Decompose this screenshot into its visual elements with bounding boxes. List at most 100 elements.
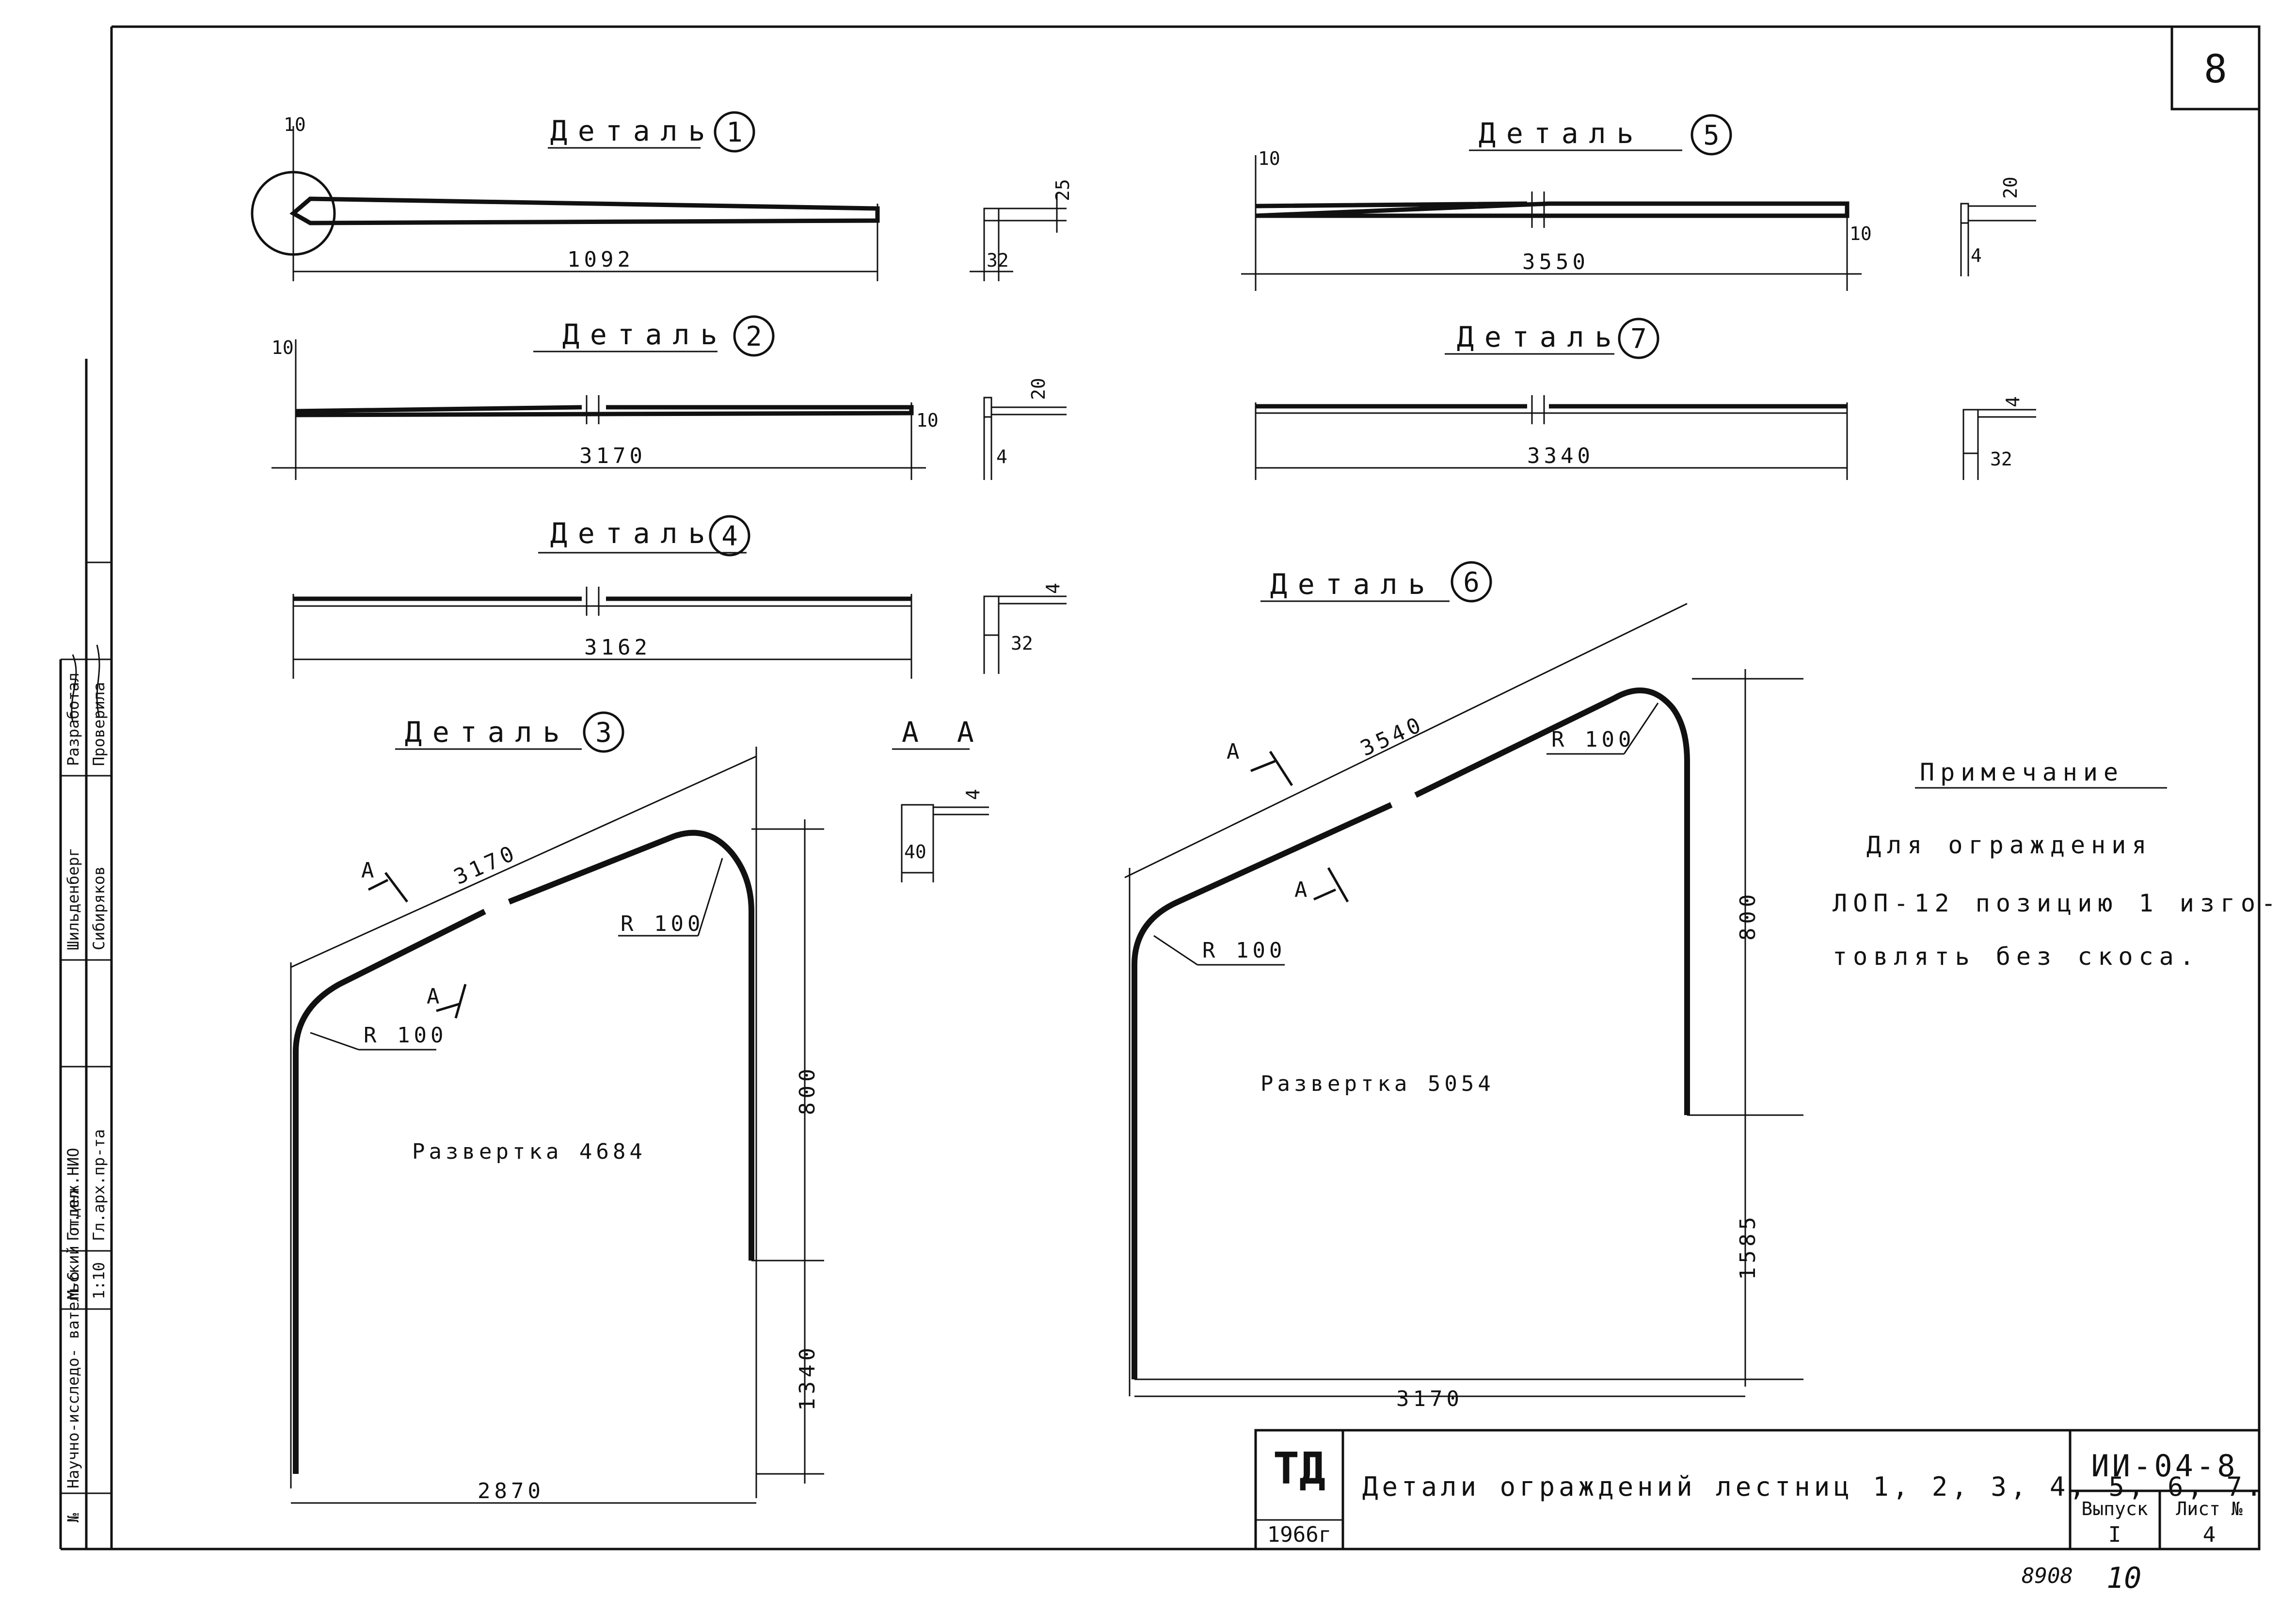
detail-6-cut-lower: А (1294, 878, 1311, 902)
detail-6-number: 6 (1463, 567, 1480, 598)
detail-4-number-circle (709, 515, 750, 557)
detail-7: Деталь 7 3340 4 32 (1255, 318, 2036, 480)
detail-1-sec-h: 25 (1052, 179, 1073, 201)
org-logo: ТД (1273, 1443, 1325, 1494)
detail-3-development: Развертка 4684 (412, 1139, 646, 1164)
archive-number: 8908 (2022, 1564, 2073, 1588)
detail-5-end-dim: 10 (1850, 223, 1872, 244)
detail-2-length: 3170 (579, 444, 646, 468)
detail-6-cut-upper: А (1227, 739, 1244, 764)
stamp-name2: Сибиряков (90, 866, 108, 950)
detail-3-height-bottom: 1340 (795, 1344, 820, 1411)
detail-2-number: 2 (746, 321, 762, 352)
detail-3-bar (293, 830, 754, 1474)
detail-1-title: Деталь (550, 114, 716, 147)
detail-3-width: 2870 (478, 1479, 544, 1503)
detail-2-sec-h: 20 (1028, 378, 1049, 400)
title-code: ИИ-04-8 (2091, 1448, 2238, 1484)
detail-7-title: Деталь (1457, 320, 1623, 353)
detail-1: Деталь 1 1092 10 25 32 (251, 111, 1073, 281)
stamp-scale2: 1:10 (90, 1262, 108, 1299)
section-aa: А А 4 40 (892, 716, 989, 882)
title-block: ТД 1966г Детали ограждений лестниц 1, 2,… (1254, 1429, 2266, 1550)
detail-3-number-circle (583, 711, 624, 753)
detail-6-height-top: 800 (1736, 891, 1760, 941)
detail-1-top-dim: 10 (284, 114, 306, 135)
detail-6-number-circle (1451, 561, 1492, 603)
issue-label: Выпуск (2081, 1498, 2148, 1519)
detail-3-cut-lower: А (427, 984, 444, 1009)
detail-2-sec-w: 4 (996, 446, 1007, 467)
sheet-value: 4 (2203, 1522, 2216, 1547)
detail-4-title: Деталь (550, 517, 716, 550)
detail-2-end-dim: 10 (916, 410, 939, 431)
title-main: Детали ограждений лестниц 1, 2, 3, 4, 5,… (1362, 1471, 2266, 1502)
detail-1-number-circle (714, 111, 755, 153)
detail-7-number: 7 (1630, 323, 1647, 355)
signature-marks (71, 644, 100, 723)
detail-5: Деталь 5 3550 10 10 20 4 (1241, 114, 2036, 291)
section-aa-profile (901, 804, 934, 874)
detail-1-sec-w: 32 (987, 250, 1009, 271)
page-number: 10 (2106, 1561, 2141, 1595)
stamp-scale1: М-6 (64, 1271, 82, 1299)
detail-5-number-circle (1690, 114, 1732, 156)
detail-4-sec-w: 32 (1011, 633, 1033, 654)
detail-3-height-top: 800 (795, 1065, 820, 1115)
note-block: Примечание Для ограждения ЛОП-12 позицию… (1833, 758, 2281, 971)
detail-5-title: Деталь (1479, 117, 1644, 150)
detail-6-bar (1132, 687, 1690, 1379)
sheet-number: 8 (2204, 47, 2227, 92)
detail-5-sec-h: 20 (2000, 176, 2021, 199)
sheet-number-box (2170, 25, 2261, 111)
detail-5-length: 3550 (1522, 250, 1589, 274)
sheet-label: Лист № (2176, 1498, 2242, 1519)
note-line-3: товлять без скоса. (1833, 943, 2200, 971)
detail-5-top-dim: 10 (1258, 148, 1280, 169)
note-heading: Примечание (1920, 758, 2124, 786)
detail-1-length: 1092 (567, 247, 634, 272)
section-aa-title: А А (902, 716, 985, 749)
detail-7-sec-h: 4 (2002, 396, 2024, 407)
detail-3: Деталь 3 800 1340 2870 3170 R 100 R 100 … (290, 711, 824, 1504)
detail-6-radius-top: R 100 (1551, 727, 1635, 752)
detail-6-development: Развертка 5054 (1260, 1071, 1495, 1096)
stamp-role1: Гл.инж.НИО (64, 1148, 82, 1241)
detail-3-incline: 3170 (450, 840, 522, 890)
detail-6-radius-bottom: R 100 (1202, 938, 1286, 963)
issue-value: I (2108, 1522, 2121, 1547)
detail-7-number-circle (1618, 318, 1659, 359)
section-aa-thick: 4 (962, 789, 984, 800)
detail-6-incline: 3540 (1357, 711, 1428, 761)
detail-4-number: 4 (721, 521, 738, 552)
stamp-role4: Проверила (90, 682, 108, 766)
detail-1-number: 1 (726, 117, 743, 148)
detail-6: Деталь 6 800 1585 3170 3540 R 100 R 100 … (1124, 561, 1803, 1411)
detail-4: Деталь 4 3162 4 32 (292, 515, 1067, 679)
detail-2: Деталь 2 3170 10 10 20 4 (271, 315, 1067, 480)
detail-3-number: 3 (595, 717, 612, 749)
detail-6-width: 3170 (1396, 1387, 1463, 1411)
detail-7-length: 3340 (1527, 444, 1594, 468)
detail-3-cut-upper: А (361, 858, 378, 883)
note-line-1: Для ограждения (1866, 831, 2152, 859)
detail-3-radius-bottom: R 100 (364, 1023, 447, 1048)
stamp-role3: Разработал (64, 672, 82, 766)
detail-7-sec-w: 32 (1990, 448, 2012, 470)
stamp-dept: Научно-исследо- вательский отдел (64, 1190, 82, 1489)
section-aa-width: 40 (904, 841, 926, 863)
detail-4-sec-h: 4 (1042, 583, 1064, 594)
stamp-no: № (64, 1513, 82, 1522)
title-year: 1966г (1267, 1522, 1331, 1547)
detail-5-sec-w: 4 (1971, 245, 1982, 266)
note-line-2: ЛОП-12 позицию 1 изго- (1833, 889, 2281, 917)
detail-5-number: 5 (1703, 120, 1720, 151)
stamp-role2: Гл.арх.пр-та (90, 1129, 108, 1241)
detail-6-height-bottom: 1585 (1736, 1213, 1760, 1280)
detail-4-length: 3162 (584, 635, 651, 660)
detail-6-title: Деталь (1270, 568, 1436, 601)
stamp-name1: Шильденберг (64, 847, 82, 950)
detail-2-title: Деталь (562, 318, 728, 351)
side-stamp: № Научно-исследо- вательский отдел М-6 1… (59, 359, 112, 1549)
